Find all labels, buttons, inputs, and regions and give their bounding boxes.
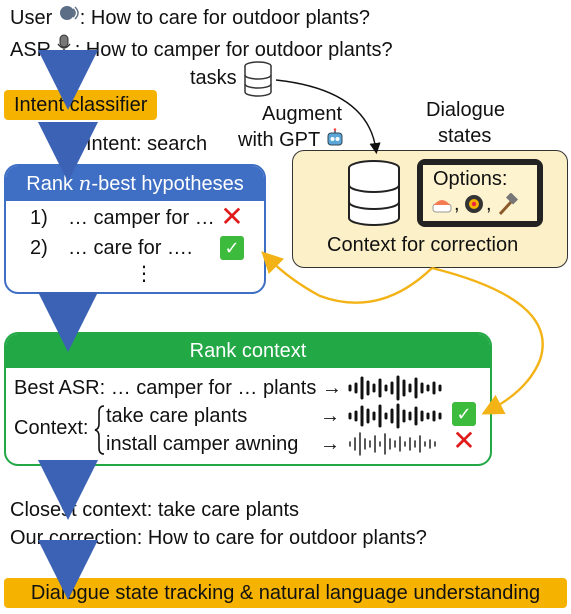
hypothesis-number-1: 1)	[30, 207, 48, 229]
tasks-database-icon	[244, 61, 272, 97]
context-row-2-arrow: →	[320, 433, 340, 455]
cross-mark-icon: ✕	[452, 425, 476, 456]
robot-icon	[325, 128, 345, 154]
dialogue-states-line2: states	[438, 125, 492, 147]
sushi-icon	[432, 200, 452, 213]
hypothesis-text-1: … camper for …	[68, 207, 215, 229]
dialogue-states-line1: Dialogue	[426, 99, 505, 121]
tasks-label: tasks	[190, 67, 237, 89]
context-database-icon	[348, 160, 400, 226]
hypothesis-text-2: … care for ….	[68, 237, 193, 259]
check-mark-icon: ✓	[220, 236, 244, 260]
context-row-1-text: take care plants	[106, 405, 248, 427]
user-utterance: : How to care for outdoor plants?	[79, 7, 370, 29]
context-caption: Context for correction	[327, 234, 519, 256]
user-label: User	[10, 7, 53, 29]
options-separator: ,	[486, 193, 492, 215]
tablet-screen: Options: , ,	[423, 165, 537, 221]
options-label: Options:	[433, 168, 508, 190]
arrow-context-to-nbest	[261, 251, 433, 304]
cooking-pan-icon	[465, 195, 483, 213]
waveform-context-1-icon	[348, 403, 442, 429]
our-correction-line: Our correction: How to care for outdoor …	[10, 527, 427, 549]
context-row-2-text: install camper awning	[106, 433, 299, 455]
waveform-context-2-icon	[349, 432, 436, 456]
rank-nbest-title-post: -best hypotheses	[91, 173, 244, 195]
check-mark-icon: ✓	[452, 402, 476, 426]
asr-utterance: : How to camper for outdoor plants?	[74, 39, 393, 61]
augment-label-text: with GPT	[238, 129, 320, 151]
options-separator: ,	[454, 193, 460, 215]
rank-context-panel: Rank context Best ASR: … camper for … pl…	[4, 332, 492, 466]
best-asr-line: Best ASR: … camper for … plants →	[14, 377, 342, 399]
tablet-frame: Options: , ,	[417, 159, 543, 227]
context-for-correction-box: Options: , , Context for correction	[292, 150, 568, 268]
context-row-1-arrow: →	[320, 405, 340, 427]
arrow-tasks-to-context	[275, 79, 381, 155]
augment-label-line1: Augment	[262, 103, 343, 125]
speaking-head-icon	[58, 4, 80, 30]
waveform-best-asr-icon	[348, 375, 442, 401]
context-label: Context:	[14, 417, 89, 439]
cross-mark-icon: ✕	[220, 201, 244, 232]
hypothesis-number-2: 2)	[30, 237, 48, 259]
context-brace-icon	[94, 405, 105, 455]
arrow-context-to-rank-context	[431, 266, 544, 415]
more-hypotheses-ellipsis: ⋮	[134, 263, 154, 285]
rank-nbest-panel: Rank n-best hypotheses 1) … camper for ……	[4, 164, 266, 294]
user-utterance-line: User : How to care for outdoor plants?	[10, 4, 370, 30]
augment-label-line2: with GPT	[238, 128, 345, 154]
intent-result: Intent: search	[86, 133, 208, 155]
hammer-icon	[498, 193, 519, 216]
